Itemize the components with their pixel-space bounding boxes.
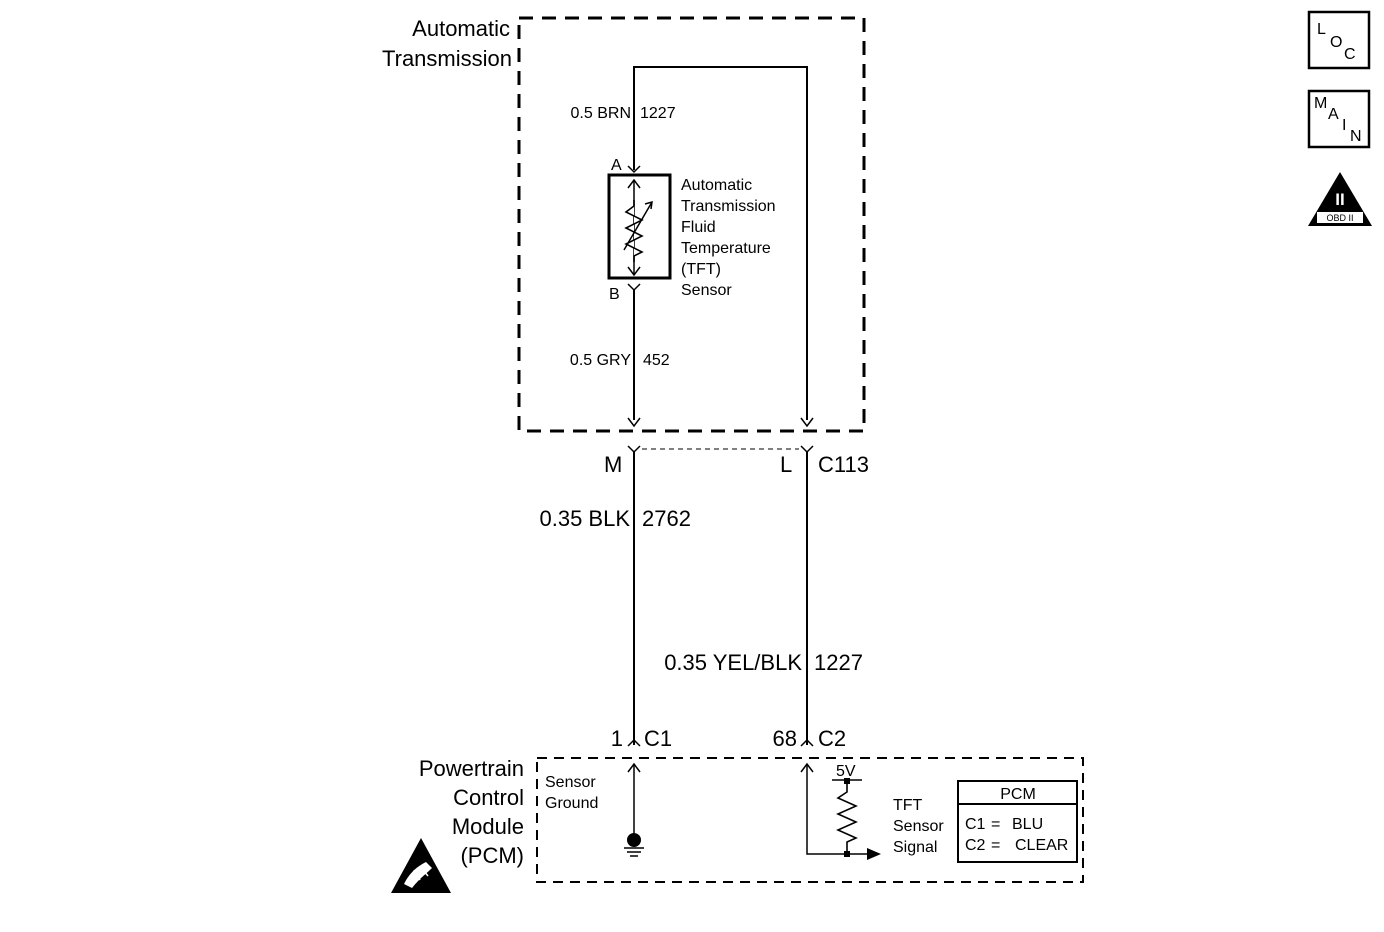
pcm-title-line1: Powertrain — [419, 756, 524, 781]
transmission-title-line2: Transmission — [382, 46, 512, 71]
reference-voltage-label: 5V — [836, 763, 856, 780]
loc-button[interactable]: L O C — [1307, 10, 1371, 70]
tft-sensor-body — [607, 173, 672, 280]
c113-pin-l: L — [780, 452, 792, 477]
pcm-title-line3: Module — [452, 814, 524, 839]
pcm-legend-c1-key: C1 — [965, 816, 986, 833]
pcm-legend-c2-val: CLEAR — [1015, 837, 1068, 854]
main-letter-i: I — [1342, 117, 1346, 134]
sensor-arrow-down-icon — [627, 266, 641, 277]
sensor-label-line6: Sensor — [681, 282, 732, 299]
c113-pin-l-connector — [800, 445, 814, 454]
sensor-ground-line2: Ground — [545, 795, 598, 812]
signal-label-line1: TFT — [893, 797, 923, 814]
pcm-legend-c1-val: BLU — [1012, 816, 1043, 833]
pcm-title-line2: Control — [453, 785, 524, 810]
signal-label-line2: Sensor — [893, 818, 944, 835]
obd-ii-button[interactable]: II OBD II — [1308, 172, 1372, 226]
yel-blk-harness-circuit: 1227 — [814, 650, 863, 675]
pcm-legend-box — [957, 780, 1078, 863]
c2-pin-number: 68 — [773, 726, 797, 751]
main-letter-a: A — [1328, 106, 1339, 123]
transmission-boundary — [517, 16, 866, 433]
pcm-legend-c1-eq: = — [991, 816, 1000, 833]
pcm-legend-c2-key: C2 — [965, 837, 986, 854]
obd-ii-label-plate — [1317, 212, 1363, 223]
transmission-title-line1: Automatic — [412, 16, 510, 41]
loc-letter-o: O — [1330, 34, 1342, 51]
obd-ii-numeral: II — [1335, 190, 1344, 209]
brn-wire-loop — [633, 66, 808, 420]
main-button[interactable]: M A I N — [1307, 89, 1371, 149]
pcm-legend-c2-eq: = — [991, 837, 1000, 854]
main-letter-n: N — [1350, 128, 1362, 145]
c2-connector-name: C2 — [818, 726, 846, 751]
gry-wire-label: 0.5 GRY — [570, 352, 631, 369]
c1-connector-name: C1 — [644, 726, 672, 751]
obd-ii-label: OBD II — [1326, 213, 1353, 223]
voltage-node-icon — [844, 778, 850, 784]
gry-arrow-icon — [627, 417, 641, 428]
loc-button-frame[interactable] — [1307, 10, 1371, 70]
signal-output-arrow-icon — [867, 848, 881, 860]
brn-wire-circuit: 1227 — [640, 105, 676, 122]
c1-pin-number: 1 — [611, 726, 623, 751]
sensor-label-line1: Automatic — [681, 177, 752, 194]
sensor-label-line2: Transmission — [681, 198, 776, 215]
sensor-arrow-up-icon — [627, 178, 641, 189]
pin-b-connector — [627, 283, 641, 292]
sensor-label-line5: (TFT) — [681, 261, 721, 278]
signal-node-icon — [844, 851, 850, 857]
ground-node-icon — [627, 833, 641, 847]
thermistor-variable-arrow-icon — [623, 201, 653, 251]
sensor-label-line3: Fluid — [681, 219, 716, 236]
loc-letter-l: L — [1317, 21, 1326, 38]
c113-pin-m-connector — [627, 445, 641, 454]
pullup-resistor-icon — [836, 784, 858, 854]
gry-wire-circuit: 452 — [643, 352, 670, 369]
brn-wire-label: 0.5 BRN — [571, 105, 631, 122]
c113-pin-m: M — [604, 452, 622, 477]
main-button-frame[interactable] — [1307, 89, 1371, 149]
esd-warning-icon — [391, 838, 451, 893]
main-letter-m: M — [1314, 95, 1327, 112]
ground-symbol-icon — [624, 847, 644, 857]
c2-connector — [800, 738, 814, 747]
pin-a-connector — [627, 165, 641, 174]
blk-harness-circuit: 2762 — [642, 506, 691, 531]
yel-blk-harness-label: 0.35 YEL/BLK — [664, 650, 802, 675]
blk-harness-label: 0.35 BLK — [539, 506, 630, 531]
sensor-label-line4: Temperature — [681, 240, 771, 257]
sensor-ground-line1: Sensor — [545, 774, 596, 791]
brn-arrow-icon — [800, 417, 814, 428]
thermistor-arrowhead-icon — [644, 200, 653, 210]
signal-label-line3: Signal — [893, 839, 937, 856]
thermistor-zigzag-icon — [624, 200, 644, 262]
pin-b-label: B — [609, 286, 620, 303]
pcm-boundary — [536, 757, 1084, 883]
c113-name: C113 — [818, 452, 869, 477]
pcm-title-line4: (PCM) — [460, 843, 524, 868]
loc-letter-c: C — [1344, 46, 1356, 63]
pin-a-label: A — [611, 157, 622, 174]
pcm-legend-title: PCM — [1000, 786, 1036, 803]
c1-connector — [627, 738, 641, 747]
